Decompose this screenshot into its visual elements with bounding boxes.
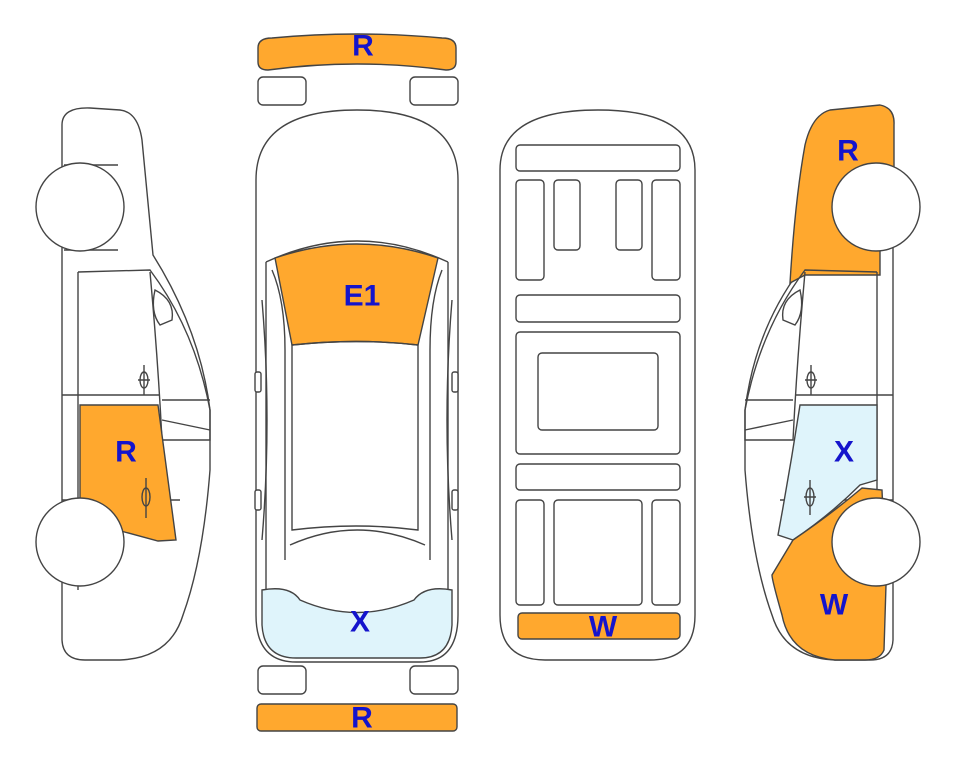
- rear-window-code: X: [350, 606, 370, 639]
- right-headlight: [409, 76, 459, 106]
- rear-bumper-damage: [256, 703, 458, 732]
- right-front-fender-code: R: [837, 135, 859, 168]
- front-bumper-damage: [257, 33, 457, 71]
- left-mirror: [254, 371, 262, 393]
- left-rear-door-code: R: [115, 436, 137, 469]
- left-rear-wheel: [35, 497, 125, 587]
- left-headlight: [257, 76, 307, 106]
- right-mirror: [451, 371, 459, 393]
- floor-view: W: [499, 109, 696, 661]
- left-side-view: R: [35, 107, 211, 661]
- right-front-wheel: [831, 162, 921, 252]
- front-bumper-code: R: [352, 30, 374, 63]
- roof-outline: [291, 340, 419, 531]
- left-side-greenhouse: [77, 269, 211, 441]
- rear-window-damage: [261, 588, 453, 659]
- floor-rear-panel-code: W: [589, 611, 618, 644]
- floor-rear-panel-damage: [517, 612, 681, 640]
- left-front-wheel: [35, 162, 125, 252]
- left-taillight: [257, 665, 307, 695]
- right-side-view: R X W: [744, 104, 921, 661]
- rear-bumper-code: R: [351, 702, 373, 735]
- right-rear-door-window-code: X: [834, 436, 854, 469]
- right-rear-quarter-code: W: [820, 589, 849, 622]
- top-view-body: [255, 109, 459, 663]
- windshield-code: E1: [344, 280, 381, 313]
- top-view: R E1 X R: [254, 30, 459, 735]
- right-rear-wheel: [831, 497, 921, 587]
- right-taillight: [409, 665, 459, 695]
